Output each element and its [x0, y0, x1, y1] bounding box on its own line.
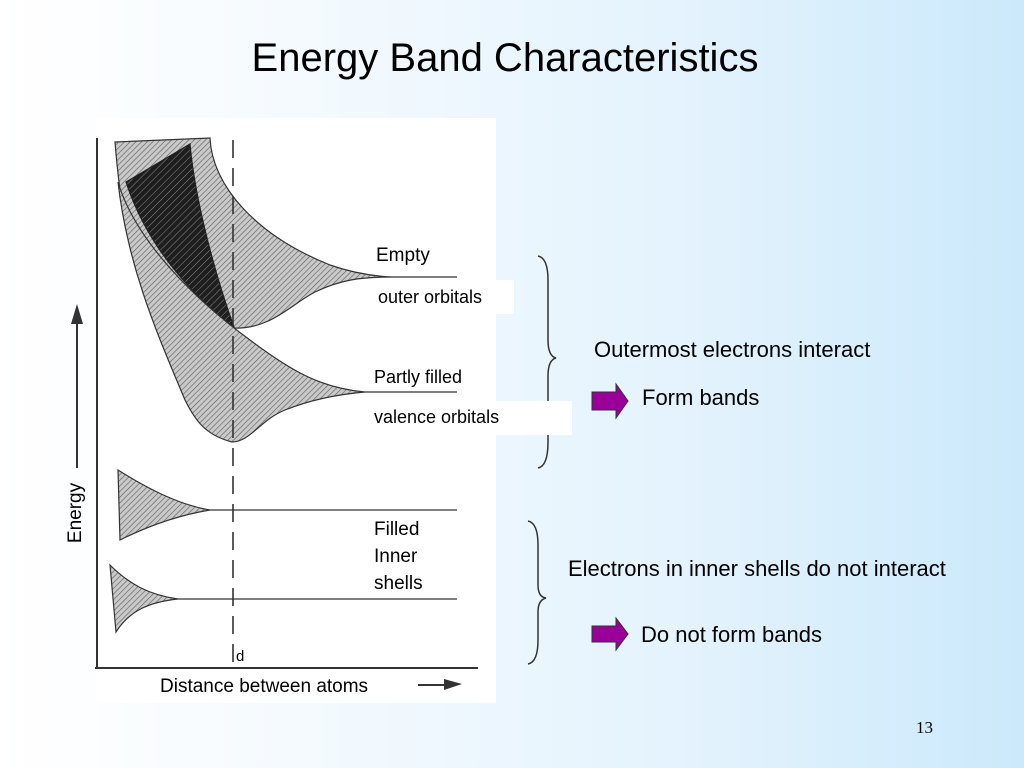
inner-label: Inner [372, 546, 420, 568]
outer-brace [537, 255, 557, 469]
inner-brace [527, 520, 547, 665]
inner-shell-band-1 [117, 468, 457, 541]
valence-orbital-band [117, 181, 457, 443]
shells-label: shells [372, 573, 425, 595]
page-number: 13 [916, 718, 933, 737]
no-bands-arrow-icon [591, 616, 629, 652]
empty-label: Empty [374, 245, 432, 267]
valence-orbitals-label: valence orbitals [370, 401, 572, 435]
outer-electrons-statement: Outermost electrons interact [594, 337, 871, 362]
energy-axis-label: Energy [65, 482, 87, 544]
partly-filled-label: Partly filled [372, 367, 465, 388]
no-bands-text: Do not form bands [641, 622, 822, 647]
slide-title: Energy Band Characteristics [251, 36, 759, 80]
inner-electrons-statement: Electrons in inner shells do not interac… [568, 556, 946, 581]
energy-arrow-head [71, 304, 83, 324]
inner-shell-band-2 [109, 563, 457, 634]
form-bands-arrow-icon [591, 382, 629, 420]
d-marker-label: d [236, 648, 245, 665]
distance-arrow-head [444, 679, 462, 690]
distance-axis-label: Distance between atoms [160, 676, 369, 697]
form-bands-text: Form bands [642, 385, 760, 410]
outer-orbitals-label: outer orbitals [372, 280, 514, 314]
filled-label: Filled [372, 519, 422, 541]
